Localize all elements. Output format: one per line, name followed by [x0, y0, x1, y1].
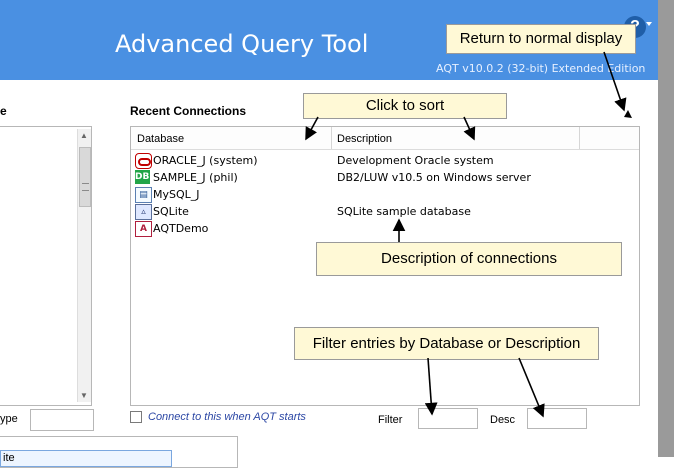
- callout-filter-entries: Filter entries by Database or Descriptio…: [294, 327, 599, 360]
- column-divider[interactable]: [579, 127, 580, 149]
- oracle-icon: [135, 153, 152, 169]
- access-icon: A: [135, 221, 152, 237]
- connection-name: SAMPLE_J (phil): [153, 171, 238, 184]
- arrow-sort-database: [305, 116, 319, 141]
- connection-name: ORACLE_J (system): [153, 154, 258, 167]
- column-header-row: Database Description: [131, 127, 639, 150]
- db2-icon: DB2: [135, 170, 156, 184]
- filter-label: Filter: [378, 414, 403, 426]
- table-row[interactable]: DB2 SAMPLE_J (phil) DB2/LUW v10.5 on Win…: [131, 169, 639, 186]
- type-label: ype: [0, 413, 18, 425]
- table-row[interactable]: ORACLE_J (system) Development Oracle sys…: [131, 152, 639, 169]
- connection-description: SQLite sample database: [337, 205, 471, 218]
- return-normal-target-icon: [624, 110, 632, 118]
- left-list-scrollbar[interactable]: ▲ ▼: [77, 129, 91, 402]
- arrow-return-normal: [603, 51, 627, 112]
- table-row[interactable]: ▵ SQLite SQLite sample database: [131, 203, 639, 220]
- column-header-description[interactable]: Description: [337, 133, 393, 145]
- mysql-icon: ▤: [135, 187, 152, 203]
- callout-click-to-sort: Click to sort: [303, 93, 507, 119]
- connection-description: DB2/LUW v10.5 on Windows server: [337, 171, 531, 184]
- app-title: Advanced Query Tool: [115, 30, 369, 58]
- window-edge: [658, 0, 674, 457]
- callout-description-of-connections: Description of connections: [316, 242, 622, 276]
- arrow-sort-description: [463, 116, 476, 141]
- desc-label: Desc: [490, 414, 516, 426]
- chevron-down-icon[interactable]: ▼: [80, 391, 88, 400]
- arrow-filter: [424, 357, 438, 416]
- arrow-desc: [518, 357, 545, 418]
- scroll-thumb[interactable]: [79, 147, 91, 207]
- type-input[interactable]: [30, 409, 94, 431]
- left-list-panel[interactable]: [0, 126, 92, 406]
- recent-connections-heading: Recent Connections: [130, 104, 247, 118]
- version-label: AQT v10.0.2 (32-bit) Extended Edition: [436, 62, 646, 75]
- connect-on-start-checkbox[interactable]: [130, 411, 142, 423]
- column-divider[interactable]: [331, 127, 332, 149]
- grip-icon: [82, 183, 89, 191]
- chevron-up-icon[interactable]: ▲: [80, 131, 88, 140]
- connection-name: AQTDemo: [153, 222, 209, 235]
- sqlite-icon: ▵: [135, 204, 152, 220]
- table-row[interactable]: A AQTDemo: [131, 220, 639, 237]
- connection-name: SQLite: [153, 205, 189, 218]
- chevron-down-icon[interactable]: [646, 22, 652, 26]
- callout-return-normal: Return to normal display: [446, 24, 636, 54]
- table-row[interactable]: ▤ MySQL_J: [131, 186, 639, 203]
- connect-on-start-label[interactable]: Connect to this when AQT starts: [148, 411, 306, 423]
- connection-name: MySQL_J: [153, 188, 200, 201]
- left-panel-heading: e: [0, 104, 7, 118]
- column-header-database[interactable]: Database: [137, 133, 185, 145]
- connection-description: Development Oracle system: [337, 154, 494, 167]
- annotation-arrows: [305, 51, 632, 418]
